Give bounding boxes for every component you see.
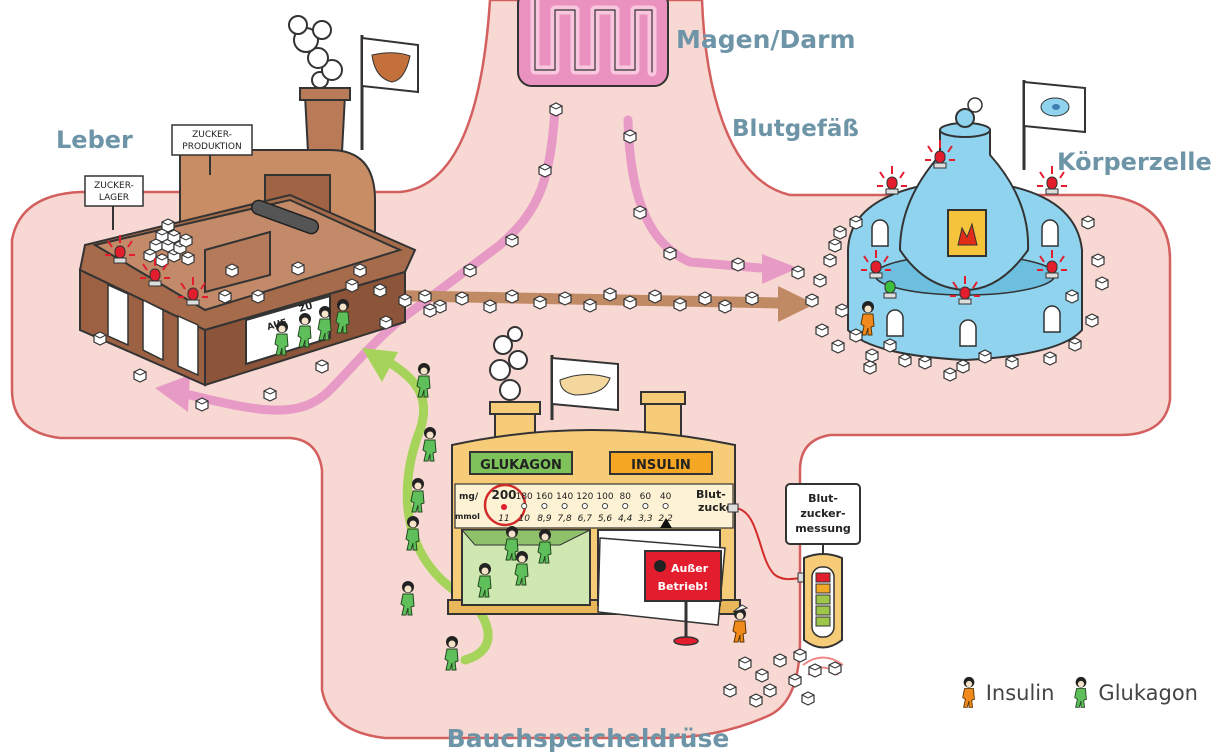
out-of-order-sign xyxy=(644,550,722,602)
gauge-mmol-value: 7,8 xyxy=(557,514,572,524)
arrow-head-cell-brown xyxy=(778,286,815,322)
sign-lager-line1: ZUCKER- xyxy=(94,181,134,191)
gauge-mg-value: 40 xyxy=(660,492,672,502)
legend: Insulin Glukagon xyxy=(958,676,1198,710)
meter-label-line3: messung xyxy=(795,522,851,535)
gauge-mg-value: 200 xyxy=(491,488,516,502)
label-koerperzelle: Körperzelle xyxy=(1057,148,1212,176)
glukagon-sign-label: GLUKAGON xyxy=(480,458,562,473)
conveyor-belt xyxy=(250,199,320,235)
glukagon-figure-icon xyxy=(1074,676,1088,708)
sign-produktion-line1: ZUCKER- xyxy=(192,130,232,140)
gauge-mmol-value: 6,7 xyxy=(578,514,593,524)
insulin-figure-icon xyxy=(961,676,975,708)
insulin-sign-label: INSULIN xyxy=(631,458,691,473)
legend-glukagon-label: Glukagon xyxy=(1098,681,1198,705)
sign-lager-line2: LAGER xyxy=(99,193,129,203)
glukagon-sign xyxy=(469,451,573,475)
pancreas-building xyxy=(447,326,749,646)
gauge-tick xyxy=(581,502,588,510)
arrow-intestine-to-liver xyxy=(185,105,560,415)
pancreas-smoke-icon xyxy=(489,326,528,401)
gauge-label-line1: Blut- xyxy=(696,488,726,501)
label-magen-darm: Magen/Darm xyxy=(676,25,856,54)
gauge-tick xyxy=(521,502,528,510)
legend-insulin-label: Insulin xyxy=(985,681,1055,705)
gauge-mg-value: 120 xyxy=(576,492,593,502)
label-bauchspeicheldruese: Bauchspeicheldrüse xyxy=(447,724,730,753)
gauge-mmol-value: 11 xyxy=(498,514,509,524)
body-cell-dome xyxy=(847,80,1086,362)
meter-label-line2: zucker- xyxy=(800,507,845,520)
arrow-head-cell-pink xyxy=(762,254,798,284)
legend-insulin: Insulin xyxy=(958,676,1055,710)
out-of-order-line2: Betrieb! xyxy=(658,580,709,593)
gauge-mg-value: 100 xyxy=(596,492,613,502)
unit-mmol: mmol xyxy=(455,512,480,521)
out-of-order-line1: Außer xyxy=(671,562,709,575)
gauge-mmol-value: 8,9 xyxy=(537,514,552,524)
meter-label-line1: Blut- xyxy=(808,492,838,505)
blood-sugar-meter xyxy=(727,483,861,676)
gauge-mg-value: 80 xyxy=(619,492,631,502)
sign-zucker-lager: ZUCKER- LAGER xyxy=(84,175,144,230)
gauge-mmol-value: 5,6 xyxy=(598,514,613,524)
gauge-mg-value: 140 xyxy=(556,492,573,502)
gauge-mg-value: 60 xyxy=(640,492,652,502)
gauge-mmol-value: 2,2 xyxy=(658,514,673,524)
smoke-icon xyxy=(288,15,343,89)
intestine-icon xyxy=(517,0,669,87)
gate-label-zu: ZU xyxy=(298,301,314,314)
arrow-intestine-to-cell xyxy=(623,115,765,273)
gauge-tick xyxy=(541,502,548,510)
gauge-scale: 200 11 180 10 160 8,9 140 7,8 120 6,7 100 5,6 80 4,4 6… xyxy=(491,488,673,524)
legend-glukagon: Glukagon xyxy=(1070,676,1198,710)
gauge-tick xyxy=(622,502,629,510)
gauge-mg-value: 160 xyxy=(536,492,553,502)
arrow-head-liver xyxy=(155,375,190,412)
sign-produktion-line2: PRODUKTION xyxy=(182,142,241,152)
furnace-icon xyxy=(947,209,987,257)
gauge-tick xyxy=(561,502,568,510)
gauge-tick xyxy=(662,502,669,510)
gauge-mmol-value: 3,3 xyxy=(638,514,653,524)
sign-zucker-produktion: ZUCKER- PRODUKTION xyxy=(171,124,253,175)
gauge-mmol-value: 10 xyxy=(518,514,530,524)
gauge-tick xyxy=(642,502,649,510)
gauge-mg-value: 180 xyxy=(516,492,533,502)
insulin-sign xyxy=(609,451,713,475)
label-blutgefaess: Blutgefäß xyxy=(732,116,859,142)
liver-factory xyxy=(78,15,419,387)
gauge-tick xyxy=(601,502,609,510)
liver-gate xyxy=(245,294,331,366)
label-leber: Leber xyxy=(56,126,133,154)
unit-mg: mg/ xyxy=(459,492,479,502)
gauge-mmol-value: 4,4 xyxy=(618,514,633,524)
arrow-head-green xyxy=(362,348,398,382)
